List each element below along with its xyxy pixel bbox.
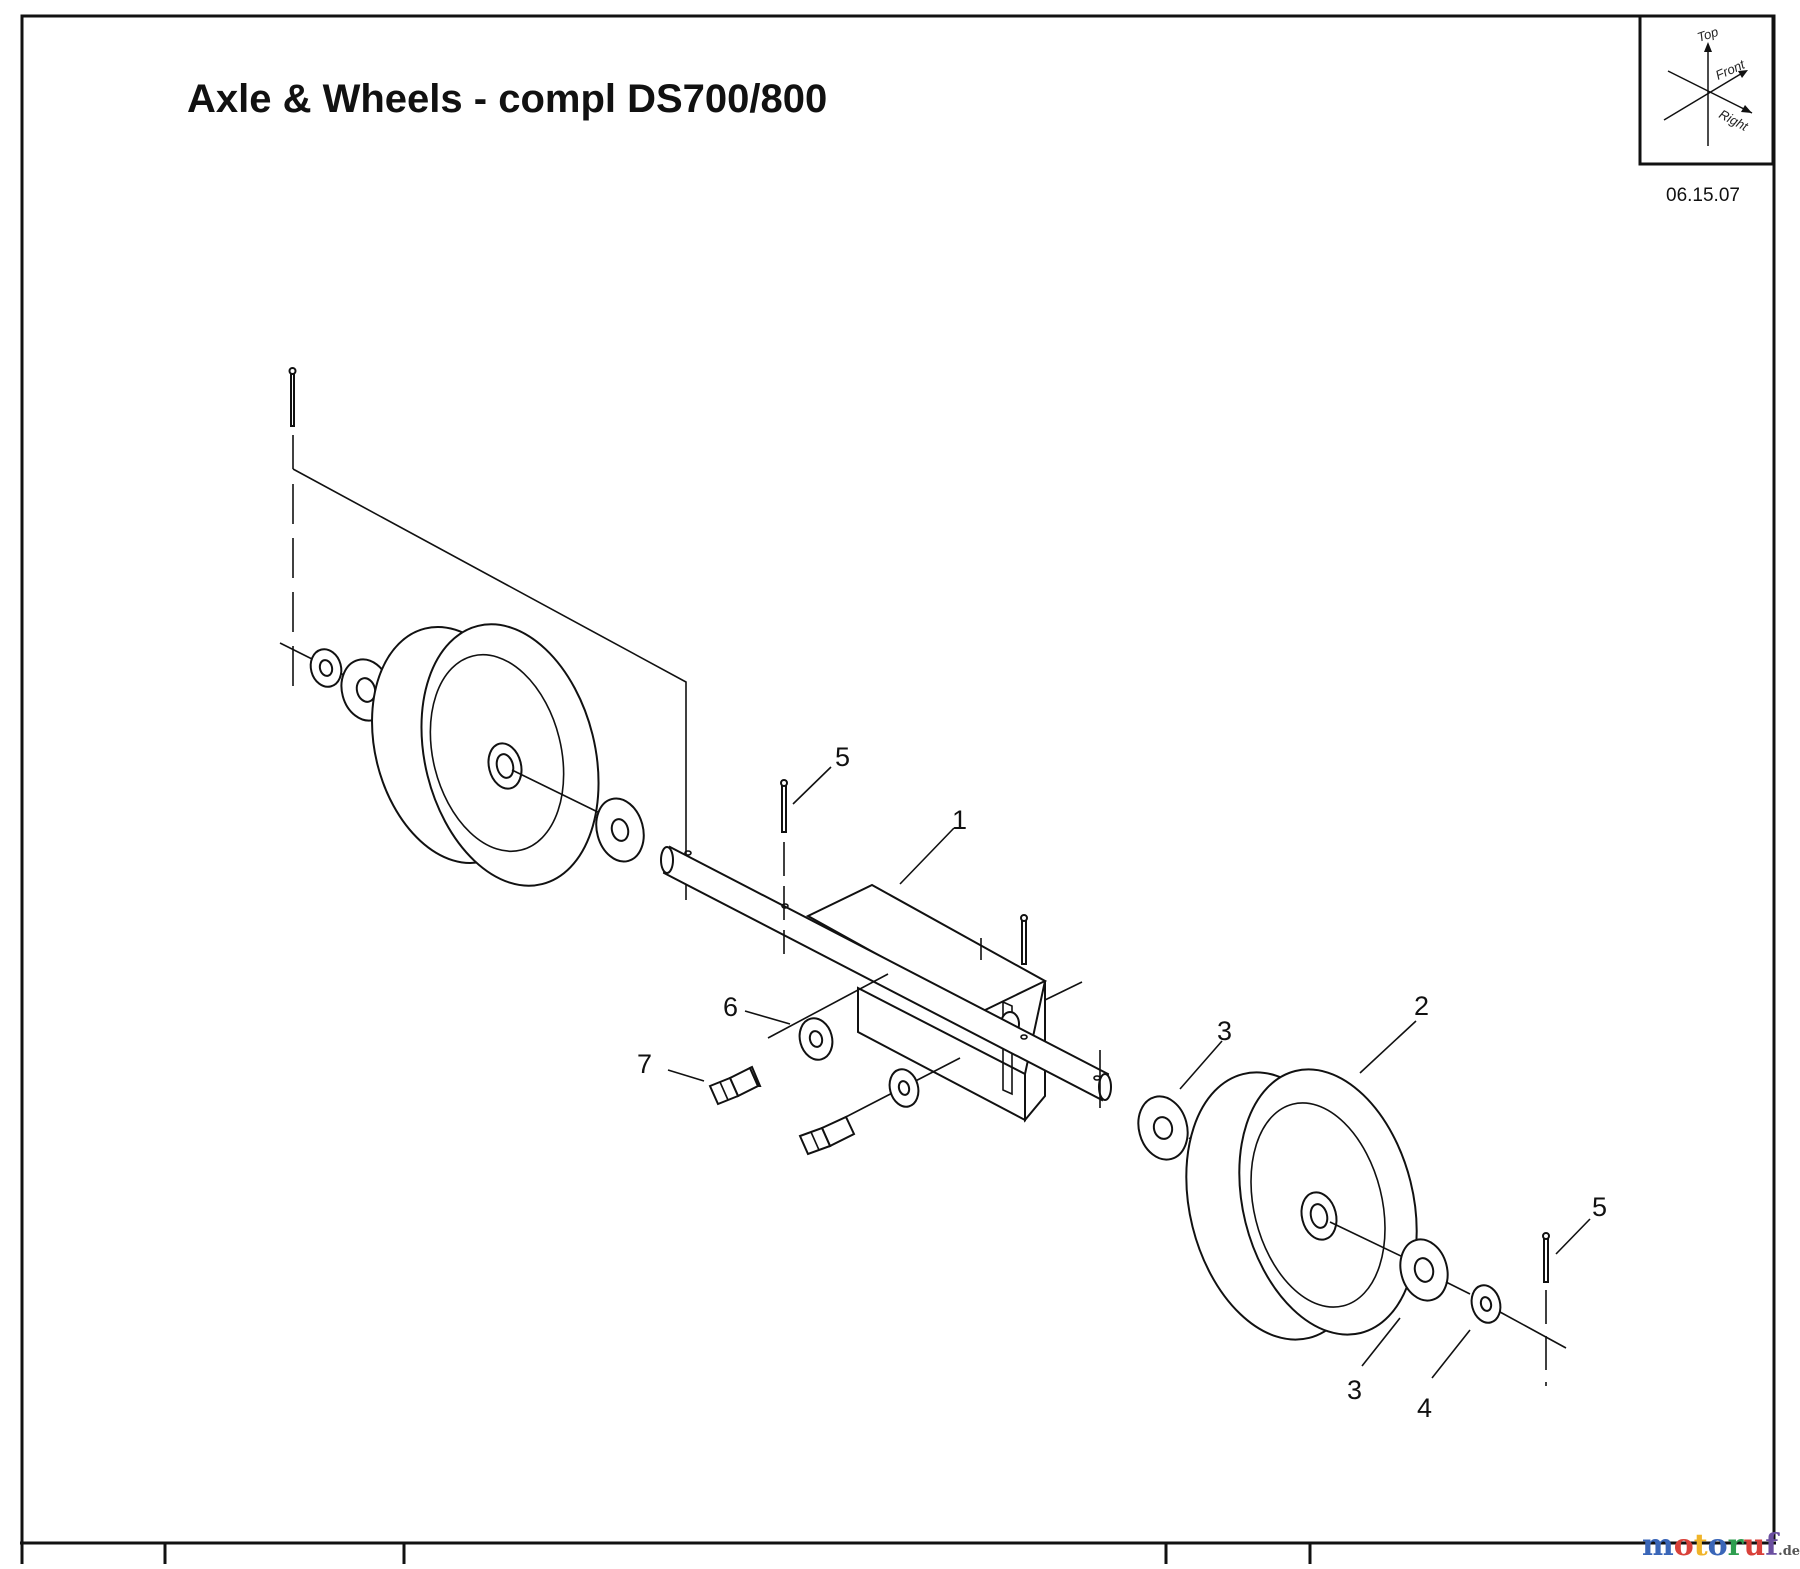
sheet-frame [20,14,1776,1564]
watermark-letter: r [1728,1528,1745,1563]
callout-number: 3 [1217,1016,1232,1046]
right-outer-spacer [1399,1238,1449,1302]
axle-rod [660,845,1112,1102]
lower-bolt-washer [888,1068,920,1108]
left-wheel [371,623,600,887]
right-outer-axle-line [1445,1281,1471,1295]
watermark-letter: f [1765,1528,1780,1563]
callout-number: 1 [952,805,967,835]
diagram-title: Axle & Wheels - compl DS700/800 [187,77,827,121]
callout-number: 7 [637,1049,652,1079]
left-inner-spacer [595,797,645,863]
watermark-logo: motoruf.de [1642,1528,1800,1563]
right-small-washer [1470,1284,1502,1324]
orientation-axes-icon [1663,42,1753,146]
left-hub-axle-line [511,769,611,819]
left-leader-frame [292,435,687,900]
right-inner-spacer [1137,1095,1189,1161]
right-hub-axle-line [1329,1221,1406,1259]
watermark-letter: u [1743,1528,1765,1563]
callout-number: 2 [1414,991,1429,1021]
upper-bolt-washer [798,1017,834,1061]
lower-bolt [798,1115,856,1156]
callout-number: 6 [723,992,738,1022]
left-cotter-pin [288,367,297,427]
right-cotter-pin [1542,1232,1550,1386]
watermark-letter: o [1674,1528,1694,1563]
orientation-box: Top Front Right [1638,14,1775,166]
right-end-axle-line [1499,1311,1567,1349]
watermark-suffix: .de [1778,1544,1800,1559]
upper-bolt-axis [767,973,889,1039]
left-small-washer [309,648,343,688]
callout-number: 5 [835,742,850,772]
callout-leaders [667,766,1591,1379]
callout-number: 3 [1347,1375,1362,1405]
callout-number: 4 [1417,1393,1432,1423]
orientation-top-label: Top [1695,24,1720,45]
watermark-letter: t [1694,1528,1708,1563]
bracket-cotter-pin [1020,914,1028,965]
right-wheel [1185,1068,1418,1341]
axle-cotter-pin [780,779,788,954]
watermark-letter: m [1642,1528,1674,1563]
watermark-letter: o [1708,1528,1728,1563]
callout-number: 5 [1592,1192,1607,1222]
revision-date: 06.15.07 [1666,185,1740,206]
upper-bolt [708,1065,762,1106]
